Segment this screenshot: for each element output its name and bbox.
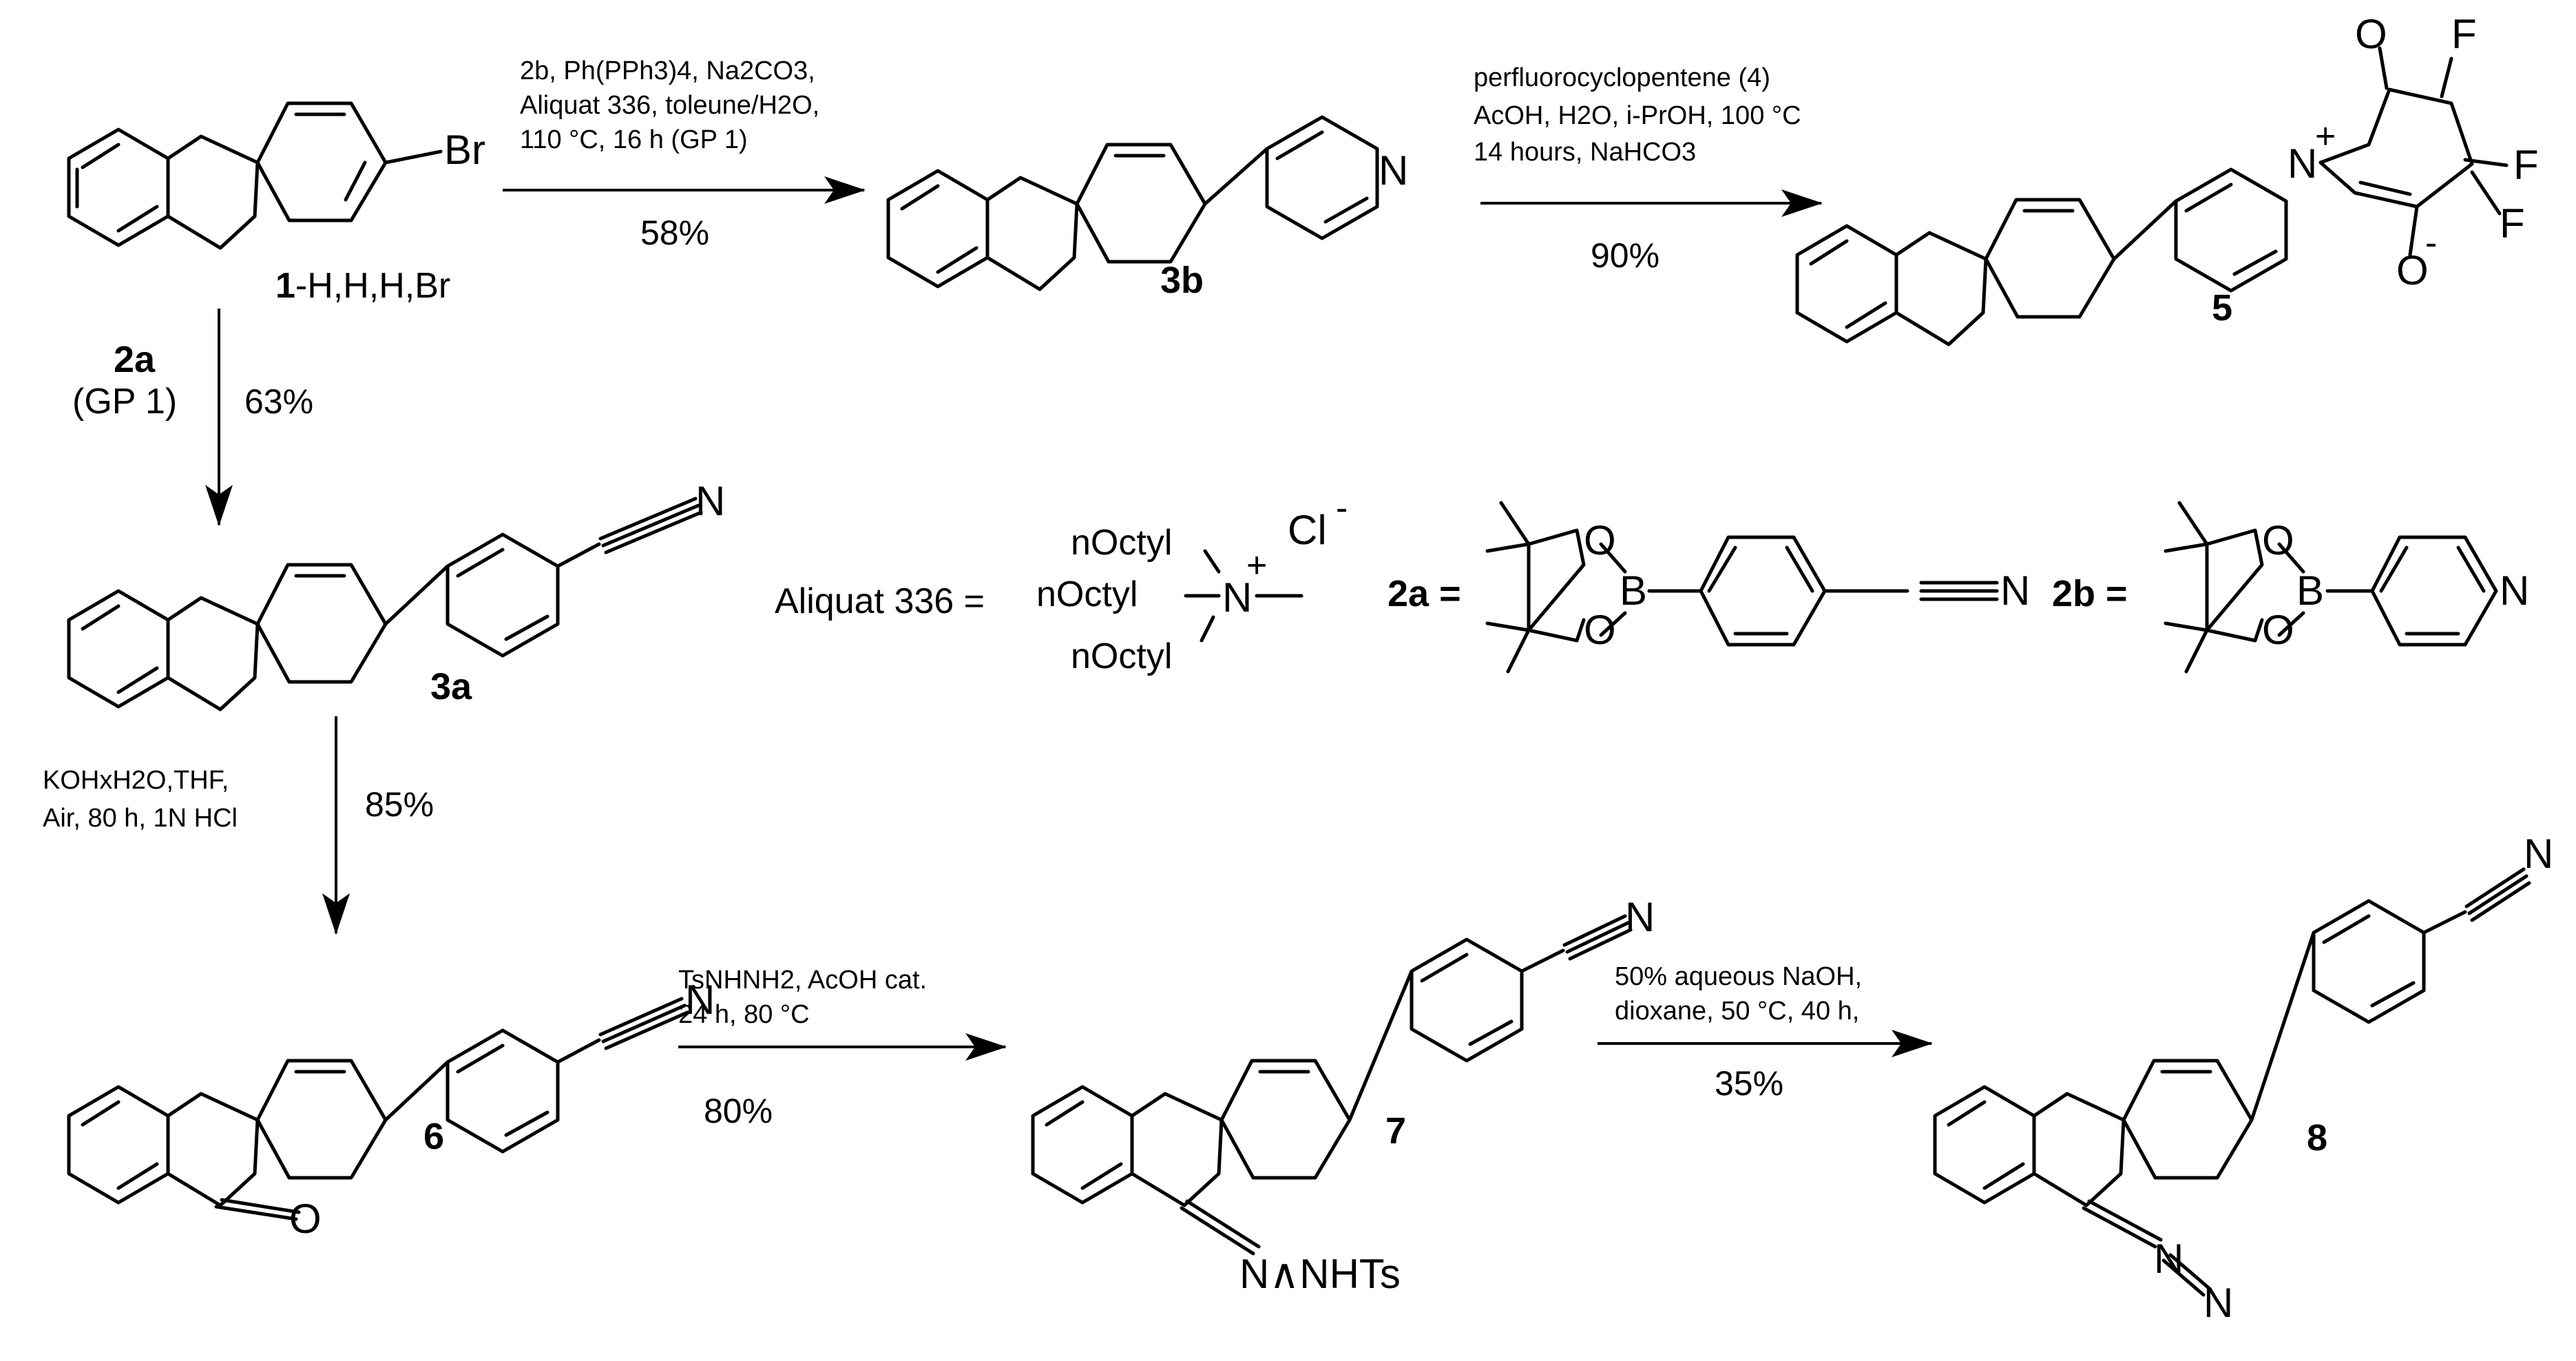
reagent-2a-definition: 2a = O O B N	[1388, 501, 2030, 674]
r3-yield: 63%	[244, 382, 313, 421]
5-fluorine-2: F	[2513, 142, 2539, 188]
r1-conditions-line1: 2b, Ph(PPh3)4, Na2CO3,	[520, 56, 815, 85]
reaction-arrow-3: 2a (GP 1) 63%	[72, 309, 313, 526]
5-fluorine-1: F	[2451, 11, 2477, 57]
r1-conditions-line2: Aliquat 336, toleune/H2O,	[520, 91, 819, 120]
2b-oxygen-1: O	[2262, 517, 2294, 563]
2a-nitrile-nitrogen: N	[2000, 568, 2030, 614]
8-diazo-nitrogen-2: N	[2203, 1280, 2233, 1326]
8-nitrile-nitrogen: N	[2524, 831, 2553, 877]
r4-conditions-line2: Air, 80 h, 1N HCl	[43, 804, 238, 833]
compound-7: N N∧NHTs 7	[1031, 894, 1655, 1297]
aliquat-positive-charge: +	[1246, 546, 1267, 585]
5-negative-charge: -	[2425, 223, 2437, 263]
reagent-2b-bonds	[2164, 501, 2498, 674]
reaction-arrow-1: 2b, Ph(PPh3)4, Na2CO3, Aliquat 336, tole…	[503, 56, 866, 252]
aliquat-nitrogen: N	[1222, 574, 1252, 621]
r6-yield: 35%	[1715, 1064, 1783, 1103]
reagent-2b-label: 2b =	[2052, 573, 2128, 614]
reaction-arrow-2: perfluorocyclopentene (4) AcOH, H2O, i-P…	[1474, 63, 1823, 275]
r6-conditions-line2: dioxane, 50 °C, 40 h,	[1615, 997, 1859, 1026]
5-pyridinium-nitrogen: N	[2287, 141, 2317, 187]
compound-7-bonds	[1031, 914, 1633, 1256]
reaction-arrow-5: TsNHNH2, AcOH cat. 24 h, 80 °C 80%	[678, 966, 1007, 1130]
compound-8-bonds	[1933, 867, 2531, 1297]
2b-pyridine-nitrogen: N	[2500, 568, 2529, 614]
7-nitrile-nitrogen: N	[1625, 894, 1655, 940]
compound-5-label: 5	[2212, 287, 2232, 329]
r6-conditions-line1: 50% aqueous NaOH,	[1615, 962, 1862, 991]
5-fluorine-3: F	[2500, 200, 2525, 247]
reagent-2a-label: 2a =	[1388, 573, 1461, 614]
r5-conditions-line1: TsNHNH2, AcOH cat.	[678, 966, 927, 995]
2a-oxygen-2: O	[1584, 607, 1616, 653]
r1-conditions-line3: 110 °C, 16 h (GP 1)	[520, 125, 748, 154]
bromine-atom: Br	[444, 127, 485, 173]
compound-8: N N N 8	[1933, 831, 2553, 1326]
compound-3a-bonds	[67, 497, 703, 711]
compound-1: Br 1-H,H,H,Br	[67, 101, 485, 306]
r2-conditions-line3: 14 hours, NaHCO3	[1474, 138, 1696, 167]
compound-5-bonds	[1795, 46, 2509, 346]
2a-oxygen-1: O	[1584, 517, 1616, 563]
compound-3a-label: 3a	[430, 666, 472, 707]
5-positive-charge: +	[2315, 116, 2336, 156]
3b-pyridine-nitrogen: N	[1379, 147, 1408, 194]
compound-7-label: 7	[1385, 1110, 1406, 1152]
aliquat-octyl-3: nOctyl	[1071, 636, 1172, 676]
compound-3b-label: 3b	[1160, 260, 1204, 301]
5-ketone-oxygen: O	[2355, 11, 2387, 57]
r3-reagent: 2a	[114, 339, 156, 380]
aliquat-label: Aliquat 336 =	[775, 581, 985, 621]
reaction-arrow-6: 50% aqueous NaOH, dioxane, 50 °C, 40 h, …	[1598, 962, 1933, 1103]
r3-conditions: (GP 1)	[72, 382, 177, 422]
compound-6-bonds	[67, 997, 689, 1221]
r5-conditions-line2: 24 h, 80 °C	[678, 1000, 810, 1029]
r2-conditions-line1: perfluorocyclopentene (4)	[1474, 63, 1770, 92]
compound-6-label: 6	[423, 1116, 444, 1157]
compound-3b-bonds	[886, 115, 1379, 291]
chloride-negative-charge: -	[1336, 488, 1348, 528]
r2-conditions-line2: AcOH, H2O, i-PrOH, 100 °C	[1474, 101, 1801, 130]
reaction-arrow-4: KOHxH2O,THF, Air, 80 h, 1N HCl 85%	[43, 716, 434, 935]
2b-boron: B	[2296, 568, 2324, 614]
compound-1-label: 1-H,H,H,Br	[275, 266, 450, 306]
2a-boron: B	[1620, 568, 1647, 614]
reagent-2b-definition: 2b = O O B N	[2052, 501, 2529, 674]
aliquat-octyl-2: nOctyl	[1036, 574, 1138, 614]
aliquat-336-definition: Aliquat 336 = nOctyl nOctyl nOctyl N + C…	[775, 488, 1348, 676]
5-enolate-oxygen: O	[2396, 247, 2429, 293]
2b-oxygen-2: O	[2262, 607, 2294, 653]
r5-yield: 80%	[704, 1092, 773, 1130]
compound-3b: N 3b	[886, 115, 1408, 301]
aliquat-octyl-1: nOctyl	[1071, 523, 1172, 563]
compound-5: N + O O - F F F 5	[1795, 11, 2539, 346]
r4-conditions-line1: KOHxH2O,THF,	[43, 766, 229, 795]
r1-yield: 58%	[640, 214, 709, 252]
compound-8-label: 8	[2307, 1117, 2327, 1159]
6-ketone-oxygen: O	[289, 1196, 322, 1242]
reagent-2a-bonds	[1485, 501, 1999, 674]
r4-yield: 85%	[365, 785, 434, 824]
8-diazo-nitrogen-1: N	[2154, 1236, 2184, 1282]
compound-3a: N 3a	[67, 478, 725, 711]
7-hydrazone-nhts: N∧NHTs	[1239, 1251, 1401, 1297]
chloride-anion: Cl	[1288, 507, 1327, 553]
aliquat-bonds	[1184, 549, 1303, 643]
compound-1-bonds	[67, 101, 443, 250]
6-nitrile-nitrogen: N	[685, 977, 715, 1023]
compound-6: N O 6	[67, 977, 715, 1242]
r2-yield: 90%	[1591, 236, 1659, 275]
3a-nitrile-nitrogen: N	[695, 478, 725, 524]
